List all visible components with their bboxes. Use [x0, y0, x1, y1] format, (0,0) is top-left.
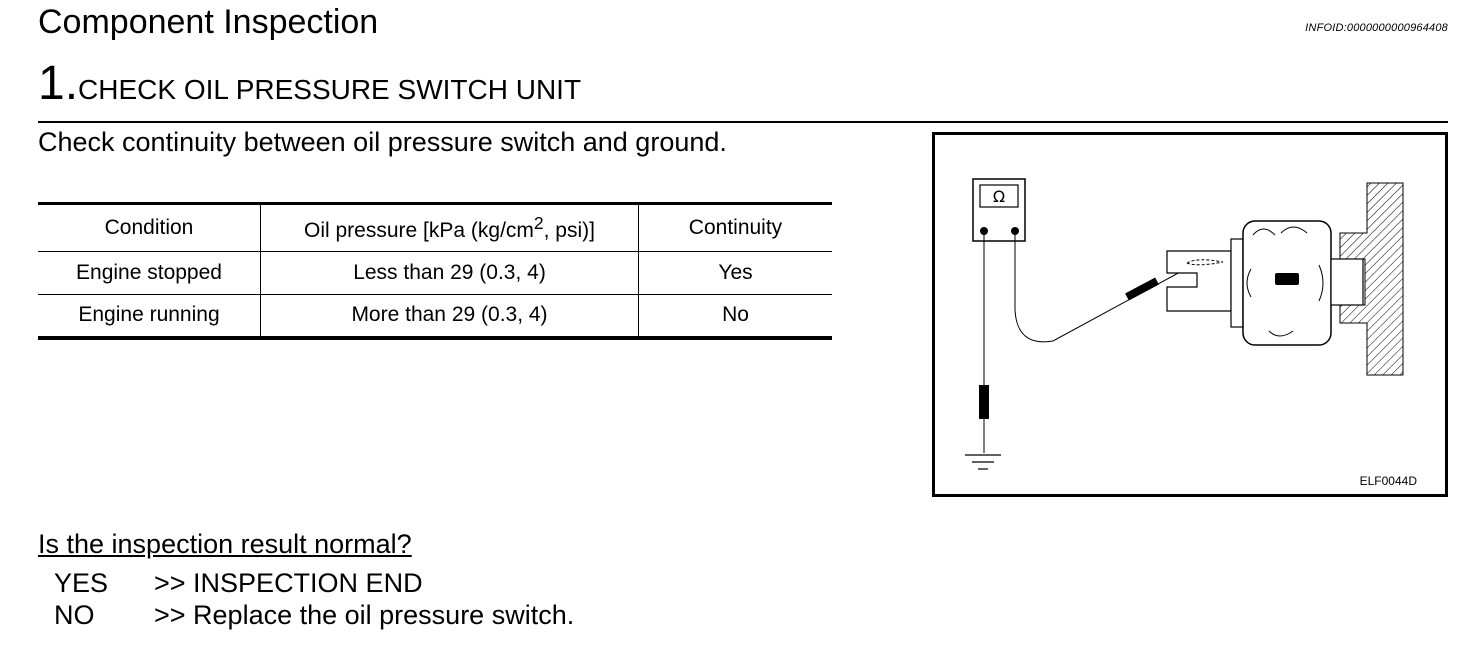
probe-lead-wire [1014, 231, 1194, 343]
switch-thread [1330, 258, 1364, 306]
switch-flange [1230, 238, 1244, 328]
engine-block [1339, 182, 1404, 376]
instruction-text: Check continuity between oil pressure sw… [38, 127, 727, 157]
answer-key: NO [54, 600, 95, 630]
inspection-diagram: Ω ELF0044D [932, 132, 1448, 497]
header-pressure-suffix: , psi)] [543, 219, 595, 242]
terminal-connector [1186, 259, 1224, 266]
ground-symbol [965, 454, 1001, 470]
table-row: Engine running More than 29 (0.3, 4) No [38, 294, 832, 340]
ohm-symbol: Ω [993, 187, 1005, 206]
continuity-table: Condition Oil pressure [kPa (kg/cm2, psi… [38, 202, 832, 340]
step-heading: 1.CHECK OIL PRESSURE SWITCH UNIT [38, 58, 581, 114]
ohmmeter-display [979, 184, 1019, 208]
inspection-question: Is the inspection result normal? [38, 529, 412, 559]
hex-slot [1275, 273, 1299, 285]
header-continuity: Continuity [638, 202, 832, 252]
figure-code: ELF0044D [1360, 474, 1418, 488]
step-title: CHECK OIL PRESSURE SWITCH UNIT [78, 74, 582, 105]
answer-key: YES [54, 568, 109, 598]
answer-list: YES >> INSPECTION END NO >> Replace the … [54, 567, 574, 631]
answer-yes: YES >> INSPECTION END [54, 567, 574, 599]
step-number: 1. [38, 57, 79, 110]
heading-divider [38, 121, 1448, 123]
cell-condition: Engine running [38, 294, 261, 340]
ground-probe [979, 385, 989, 419]
header-pressure-sup: 2 [533, 213, 544, 233]
cell-pressure: Less than 29 (0.3, 4) [260, 251, 639, 295]
answer-text: >> INSPECTION END [154, 568, 423, 598]
hex-nut-facets [1246, 226, 1324, 337]
section-title: Component Inspection [38, 3, 379, 41]
table-header-row: Condition Oil pressure [kPa (kg/cm2, psi… [38, 202, 832, 252]
table-row: Engine stopped Less than 29 (0.3, 4) Yes [38, 251, 832, 295]
header-pressure-prefix: Oil pressure [kPa (kg/cm [304, 219, 534, 242]
cell-continuity: Yes [638, 251, 832, 295]
diagram-drawing: Ω ELF0044D [965, 178, 1418, 488]
cell-pressure: More than 29 (0.3, 4) [260, 294, 639, 340]
cell-condition: Engine stopped [38, 251, 261, 295]
answer-no: NO >> Replace the oil pressure switch. [54, 599, 574, 631]
cell-continuity: No [638, 294, 832, 340]
answer-text: >> Replace the oil pressure switch. [154, 600, 575, 630]
info-id: INFOID:0000000000964408 [1305, 22, 1448, 34]
header-condition: Condition [38, 202, 261, 252]
probe-tip [1125, 277, 1159, 301]
header-oil-pressure: Oil pressure [kPa (kg/cm2, psi)] [260, 202, 639, 252]
